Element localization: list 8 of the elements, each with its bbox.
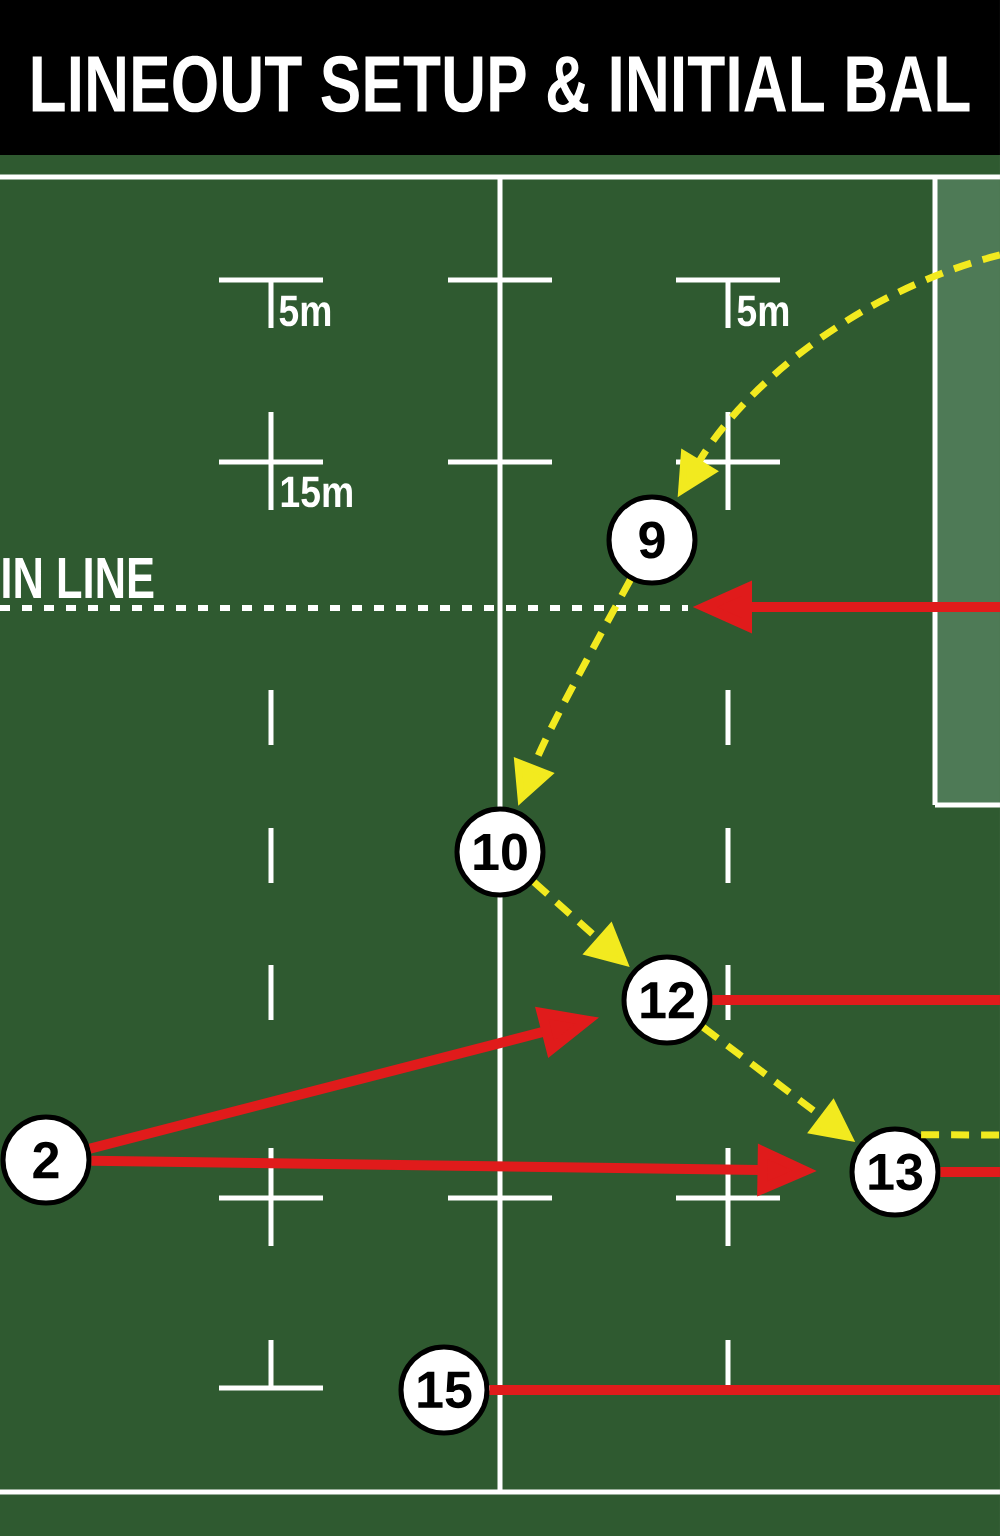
- distance-label: 5m: [279, 295, 331, 327]
- line: [489, 1385, 1000, 1395]
- title-bar: LINEOUT SETUP & INITIAL BAL: [0, 0, 1000, 155]
- line-label: IN LINE: [3, 558, 154, 598]
- distance-label: 15m: [281, 476, 352, 508]
- line: [712, 995, 1000, 1005]
- line: [940, 1167, 1000, 1177]
- distance-label: 5m: [737, 295, 789, 327]
